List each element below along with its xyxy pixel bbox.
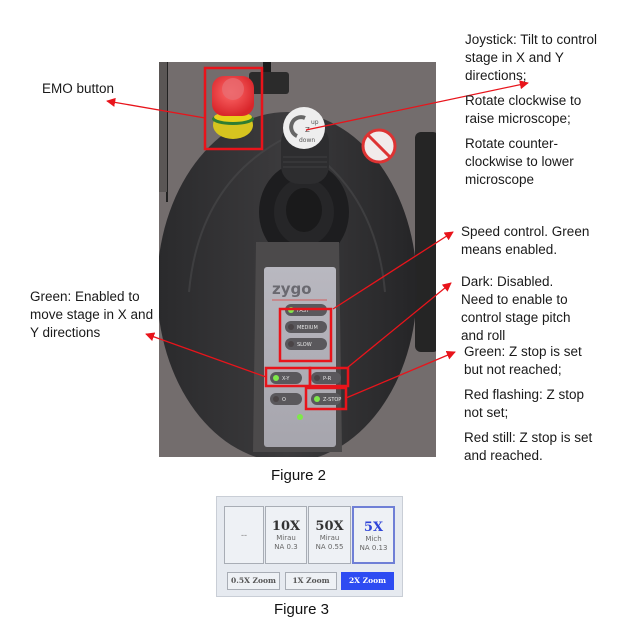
text-line: clockwise to lower bbox=[465, 154, 574, 169]
joystick-annotation: Joystick: Tilt to control stage in X and… bbox=[465, 31, 597, 196]
zoom-0-5x-button[interactable]: 0.5X Zoom bbox=[227, 572, 280, 590]
zoom-1x-button[interactable]: 1X Zoom bbox=[285, 572, 337, 590]
objective-type: Mich bbox=[365, 535, 382, 543]
objective-na: NA 0.13 bbox=[359, 544, 388, 552]
text-line: move stage in X and bbox=[30, 307, 154, 322]
text-line: Speed control. Green bbox=[461, 224, 590, 239]
panel-button-p-r: P-R bbox=[311, 372, 341, 384]
text-line: Rotate counter- bbox=[465, 136, 559, 151]
zygo-logo: zygo bbox=[272, 280, 312, 298]
panel-button-label: MEDIUM bbox=[297, 325, 318, 331]
panel-button-label: SLOW bbox=[297, 342, 312, 348]
cap-up-label: up bbox=[311, 119, 319, 126]
panel-button-label: X-Y bbox=[282, 376, 290, 382]
panel-button-label: FAST bbox=[297, 308, 310, 314]
led-dark-icon bbox=[273, 396, 279, 402]
text-line: not set; bbox=[464, 405, 509, 420]
led-dark-icon bbox=[288, 341, 294, 347]
panel-button-o: O bbox=[270, 393, 302, 405]
objective-slot-5x-selected[interactable]: 5X Mich NA 0.13 bbox=[352, 506, 395, 564]
figure-2-caption: Figure 2 bbox=[271, 467, 327, 484]
led-green-icon bbox=[273, 375, 279, 381]
panel-button-label: Z-STOP bbox=[323, 397, 341, 403]
joystick-para-tilt: Joystick: Tilt to control stage in X and… bbox=[465, 31, 597, 85]
text-line: and roll bbox=[461, 328, 506, 343]
text-line: stage in X and Y bbox=[465, 50, 564, 65]
text-line: raise microscope; bbox=[465, 111, 571, 126]
zstop-para-red-flashing: Red flashing: Z stop not set; bbox=[464, 386, 592, 422]
joystick-controller-photo: up Z down zygo FAST MEDIUM SLOW X-Y P-R O Z-ST… bbox=[159, 62, 436, 457]
zoom-2x-button[interactable]: 2X Zoom bbox=[341, 572, 394, 590]
text-line: control stage pitch bbox=[461, 310, 571, 325]
figure-3-caption: Figure 3 bbox=[274, 601, 330, 618]
objective-slot-50x[interactable]: 50X Mirau NA 0.55 bbox=[308, 506, 351, 564]
home-led-icon bbox=[297, 414, 303, 420]
zstop-para-red-still: Red still: Z stop is set and reached. bbox=[464, 429, 592, 465]
cap-z-label: Z bbox=[305, 126, 310, 134]
led-dark-icon bbox=[314, 375, 320, 381]
panel-button-x-y: X-Y bbox=[270, 372, 302, 384]
text-line: but not reached; bbox=[464, 362, 562, 377]
led-dark-icon bbox=[288, 324, 294, 330]
text-line: Joystick: Tilt to control bbox=[465, 32, 598, 47]
emo-label: EMO button bbox=[42, 81, 115, 96]
zstop-annotation: Green: Z stop is set but not reached; Re… bbox=[464, 343, 592, 472]
objective-mag: 50X bbox=[315, 519, 344, 534]
pitch-roll-annotation: Dark: Disabled. Need to enable to contro… bbox=[461, 273, 571, 352]
speed-annotation: Speed control. Green means enabled. bbox=[461, 223, 589, 266]
objective-type: Mirau bbox=[276, 534, 296, 542]
zstop-para-green: Green: Z stop is set but not reached; bbox=[464, 343, 592, 379]
objective-na: NA 0.55 bbox=[315, 543, 344, 551]
led-green-icon bbox=[288, 307, 294, 313]
panel-button-label: P-R bbox=[323, 376, 332, 382]
xy-annotation: Green: Enabled to move stage in X and Y … bbox=[30, 288, 153, 349]
panel-button-label: O bbox=[282, 397, 286, 403]
pitch-roll-para: Dark: Disabled. Need to enable to contro… bbox=[461, 273, 571, 345]
text-line: means enabled. bbox=[461, 242, 558, 257]
cap-down-label: down bbox=[299, 137, 315, 144]
objective-mag: 10X bbox=[271, 519, 301, 534]
joystick-para-raise: Rotate clockwise to raise microscope; bbox=[465, 92, 597, 128]
text-line: Red still: Z stop is set bbox=[464, 430, 593, 445]
text-line: directions; bbox=[465, 68, 527, 83]
text-line: Red flashing: Z stop bbox=[464, 387, 585, 402]
text-line: Dark: Disabled. bbox=[461, 274, 554, 289]
panel-button-fast: FAST bbox=[285, 304, 327, 316]
text-line: microscope bbox=[465, 172, 535, 187]
panel-button-z-stop: Z-STOP bbox=[311, 393, 341, 405]
text-line: Green: Z stop is set bbox=[464, 344, 582, 359]
emo-annotation: EMO button bbox=[42, 80, 114, 98]
text-line: Green: Enabled to bbox=[30, 289, 140, 304]
objective-slot-empty[interactable]: -- bbox=[224, 506, 264, 564]
xy-para: Green: Enabled to move stage in X and Y … bbox=[30, 288, 153, 342]
text-line: Rotate clockwise to bbox=[465, 93, 582, 108]
objective-na: NA 0.3 bbox=[274, 543, 298, 551]
text-line: Need to enable to bbox=[461, 292, 568, 307]
panel-button-slow: SLOW bbox=[285, 338, 327, 350]
objective-mag: -- bbox=[240, 531, 248, 541]
speed-para: Speed control. Green means enabled. bbox=[461, 223, 589, 259]
objective-mag: 5X bbox=[363, 520, 384, 535]
text-line: Y directions bbox=[30, 325, 101, 340]
text-line: and reached. bbox=[464, 448, 543, 463]
panel-button-medium: MEDIUM bbox=[285, 321, 327, 333]
joystick-para-lower: Rotate counter- clockwise to lower micro… bbox=[465, 135, 597, 189]
led-green-icon bbox=[314, 396, 320, 402]
objective-selector-panel: -- 10X Mirau NA 0.3 50X Mirau NA 0.55 5X… bbox=[216, 496, 403, 597]
objective-type: Mirau bbox=[319, 534, 340, 542]
objective-slot-10x[interactable]: 10X Mirau NA 0.3 bbox=[265, 506, 307, 564]
